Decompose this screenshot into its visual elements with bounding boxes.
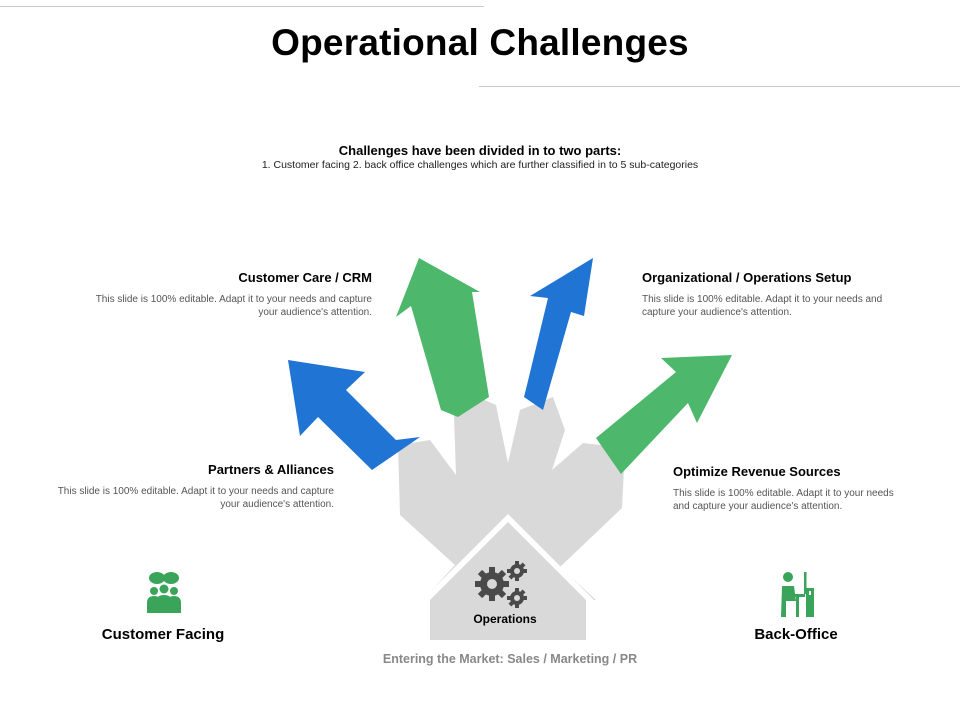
people-group-icon bbox=[147, 572, 181, 613]
customer-facing-label: Customer Facing bbox=[101, 626, 225, 643]
customer-care-heading: Customer Care / CRM bbox=[238, 270, 372, 285]
back-office-label: Back-Office bbox=[754, 626, 838, 643]
arrow-organizational bbox=[524, 258, 593, 410]
intro-text: 1. Customer facing 2. back office challe… bbox=[261, 159, 699, 171]
gears-icon bbox=[475, 561, 527, 608]
top-right-rule bbox=[479, 86, 960, 87]
page-title: Operational Challenges bbox=[271, 22, 689, 63]
organizational-heading: Organizational / Operations Setup bbox=[642, 270, 852, 285]
arrow-customer-care bbox=[396, 258, 489, 417]
desk-worker-icon bbox=[781, 572, 814, 617]
optimize-text: This slide is 100% editable. Adapt it to… bbox=[673, 488, 894, 512]
optimize-heading: Optimize Revenue Sources bbox=[673, 464, 841, 479]
top-left-rule bbox=[0, 6, 484, 7]
block-optimize: Optimize Revenue Sources This slide is 1… bbox=[673, 464, 913, 513]
block-customer-care: Customer Care / CRM This slide is 100% e… bbox=[82, 270, 372, 319]
arrow-partners bbox=[288, 360, 420, 470]
intro-heading: Challenges have been divided in to two p… bbox=[338, 143, 622, 158]
partners-text: This slide is 100% editable. Adapt it to… bbox=[57, 486, 334, 510]
organizational-text: This slide is 100% editable. Adapt it to… bbox=[642, 294, 883, 318]
footer-text: Entering the Market: Sales / Marketing /… bbox=[382, 652, 638, 666]
operations-label: Operations bbox=[473, 612, 537, 626]
customer-care-text: This slide is 100% editable. Adapt it to… bbox=[95, 294, 372, 318]
arrow-optimize bbox=[596, 355, 732, 474]
block-organizational: Organizational / Operations Setup This s… bbox=[642, 270, 892, 319]
partners-heading: Partners & Alliances bbox=[208, 462, 334, 477]
block-partners: Partners & Alliances This slide is 100% … bbox=[44, 462, 334, 511]
